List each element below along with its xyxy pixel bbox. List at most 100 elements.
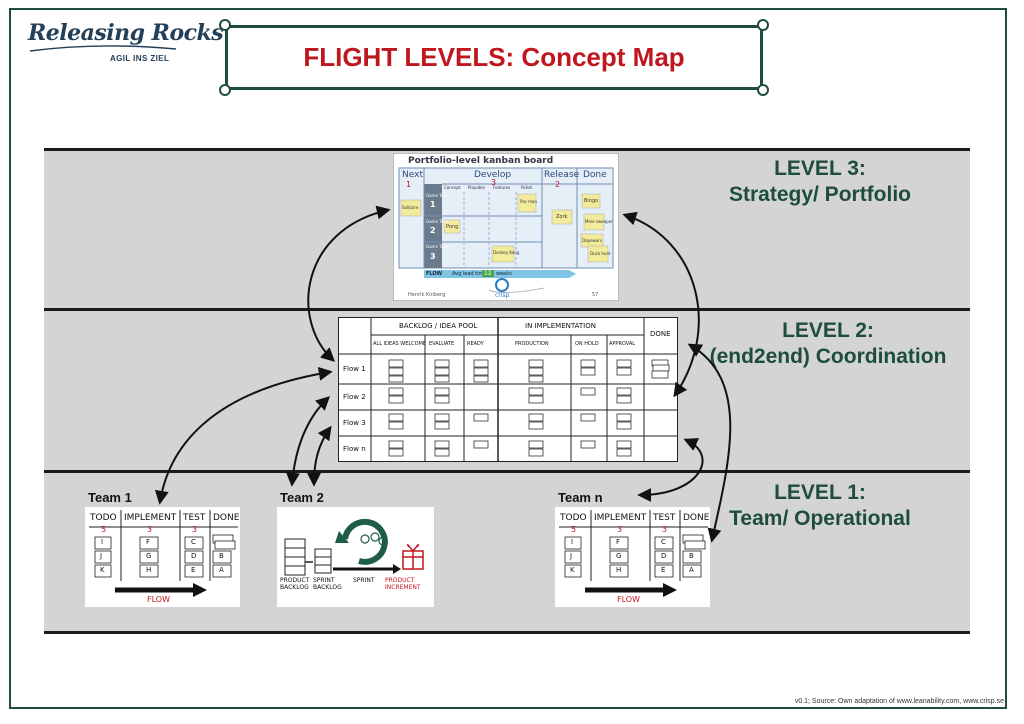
team-n-wip: 5 <box>571 525 577 534</box>
level1-label: LEVEL 1: Team/ Operational <box>700 480 940 532</box>
portfolio-author: Henrik Kniberg <box>408 292 446 298</box>
coordination-col: EVALUATE <box>429 341 455 347</box>
team-1-label: Team 1 <box>88 490 132 505</box>
sticky-note: Dopewars <box>582 238 602 243</box>
portfolio-subcol: Concept <box>444 185 461 190</box>
title-box: FLIGHT LEVELS: Concept Map <box>225 25 763 90</box>
team-1-wip: 5 <box>101 525 107 534</box>
scrum-cycle-drawing <box>284 518 424 576</box>
portfolio-brand: crisp <box>495 292 510 299</box>
team-1-wip: 3 <box>147 525 153 534</box>
team-1-card: D <box>191 552 197 560</box>
portfolio-col-next: Next <box>402 170 423 180</box>
portfolio-team-num: 2 <box>430 226 436 235</box>
portfolio-flow-label: FLOW <box>426 271 443 277</box>
portfolio-lead-time-suffix: weeks <box>496 271 512 277</box>
team-1-col-test: TEST <box>183 513 206 523</box>
team-1-card: K <box>100 566 105 574</box>
portfolio-team-label: Game Team <box>426 219 450 224</box>
sticky-note: Solitaire <box>402 205 419 210</box>
team-n-card: G <box>616 552 622 560</box>
team-1-flow-label: FLOW <box>147 595 170 604</box>
portfolio-subcol: Polish <box>521 185 533 190</box>
band-bottom-line <box>44 631 970 634</box>
coordination-kanban-board: BACKLOG / IDEA POOL IN IMPLEMENTATION DO… <box>338 317 678 462</box>
coordination-col: READY <box>467 341 484 347</box>
portfolio-board-title: Portfolio-level kanban board <box>408 156 554 166</box>
logo-swoosh <box>29 45 177 52</box>
portfolio-page-num: 57 <box>592 292 599 298</box>
team-n-card: F <box>616 538 621 546</box>
sprint-backlog-label: SPRINT BACKLOG <box>313 577 342 591</box>
team-1-card: H <box>146 566 152 574</box>
team-n-wip: 3 <box>662 525 668 534</box>
level2-label: LEVEL 2: (end2end) Coordination <box>688 318 968 370</box>
team-n-col-done: DONE <box>683 513 710 523</box>
logo-text: Releasing Rocks <box>28 20 224 46</box>
team-n-card: A <box>689 566 694 574</box>
portfolio-team-num: 3 <box>430 252 436 261</box>
team-n-label: Team n <box>558 490 603 505</box>
releasing-rocks-logo[interactable]: Releasing Rocks AGIL INS ZIEL <box>28 18 224 66</box>
team-n-col-test: TEST <box>653 513 676 523</box>
team-1-col-done: DONE <box>213 513 240 523</box>
portfolio-subcol: Features <box>493 185 511 190</box>
portfolio-board-canvas <box>398 167 614 293</box>
portfolio-col-release: Release <box>544 170 580 180</box>
portfolio-wip-develop: 3 <box>491 178 497 187</box>
team-n-board-grid <box>559 510 708 597</box>
team-1-card: A <box>219 566 224 574</box>
sticky-note: Pong <box>446 224 459 230</box>
team-n-kanban-board: TODO IMPLEMENT TEST DONE 5 3 3 I J K F G… <box>555 507 710 607</box>
coordination-col: PRODUCTION <box>515 341 549 347</box>
sticky-note: Zork <box>556 214 568 220</box>
source-footer: v0.1; Source: Own adaptation of www.lean… <box>794 698 1004 705</box>
outer-frame <box>9 8 1007 709</box>
coordination-group-backlog: BACKLOG / IDEA POOL <box>399 322 478 330</box>
team-n-col-implement: IMPLEMENT <box>594 513 647 523</box>
team-2-scrum-diagram: PRODUCT BACKLOG SPRINT BACKLOG SPRINT PR… <box>277 507 434 607</box>
portfolio-subcol: Playable <box>468 185 485 190</box>
coordination-board-grid <box>339 318 677 461</box>
coordination-col: ON HOLD <box>575 341 599 347</box>
team-1-card: F <box>146 538 151 546</box>
title-corner-knob <box>757 84 769 96</box>
team-1-card: I <box>101 538 104 546</box>
level2-subtitle: (end2end) Coordination <box>709 345 947 368</box>
team-n-flow-label: FLOW <box>617 595 640 604</box>
title-corner-knob <box>219 84 231 96</box>
sticky-note: Mine sweeper <box>585 219 613 224</box>
portfolio-col-develop: Develop <box>474 170 512 180</box>
level1-title: LEVEL 1: <box>774 481 866 504</box>
team-n-card: I <box>571 538 574 546</box>
team-1-card: J <box>100 552 103 560</box>
sticky-note: Donkey Kong <box>493 250 520 255</box>
title-corner-knob <box>219 19 231 31</box>
sprint-label: SPRINT <box>353 577 375 584</box>
team-1-card: B <box>219 552 224 560</box>
team-n-card: E <box>661 566 666 574</box>
title-corner-knob <box>757 19 769 31</box>
team-1-kanban-board: TODO IMPLEMENT TEST DONE 5 3 3 I J K F G… <box>85 507 240 607</box>
level3-subtitle: Strategy/ Portfolio <box>728 183 912 206</box>
portfolio-lead-time-prefix: Avg lead time: <box>452 271 489 277</box>
team-n-card: K <box>570 566 575 574</box>
product-backlog-label: PRODUCT BACKLOG <box>280 577 310 591</box>
level3-title: LEVEL 3: <box>774 157 866 180</box>
sticky-note: Duck hunt <box>590 251 611 256</box>
coordination-group-implementation: IN IMPLEMENTATION <box>525 322 596 330</box>
level3-label: LEVEL 3: Strategy/ Portfolio <box>700 156 940 208</box>
product-increment-label: PRODUCT INCREMENT <box>385 577 421 591</box>
team-1-board-grid <box>89 510 238 597</box>
coordination-col-done: DONE <box>650 330 671 338</box>
coordination-col: APPROVAL <box>609 341 636 347</box>
coordination-row-flow-n: Flow n <box>343 445 366 453</box>
team-n-card: H <box>616 566 622 574</box>
portfolio-wip-next: 1 <box>406 180 412 189</box>
team-n-card: C <box>661 538 666 546</box>
team-1-col-implement: IMPLEMENT <box>124 513 177 523</box>
portfolio-team-label: Game Team <box>426 244 450 249</box>
coordination-row-flow-2: Flow 2 <box>343 393 366 401</box>
team-n-card: D <box>661 552 667 560</box>
